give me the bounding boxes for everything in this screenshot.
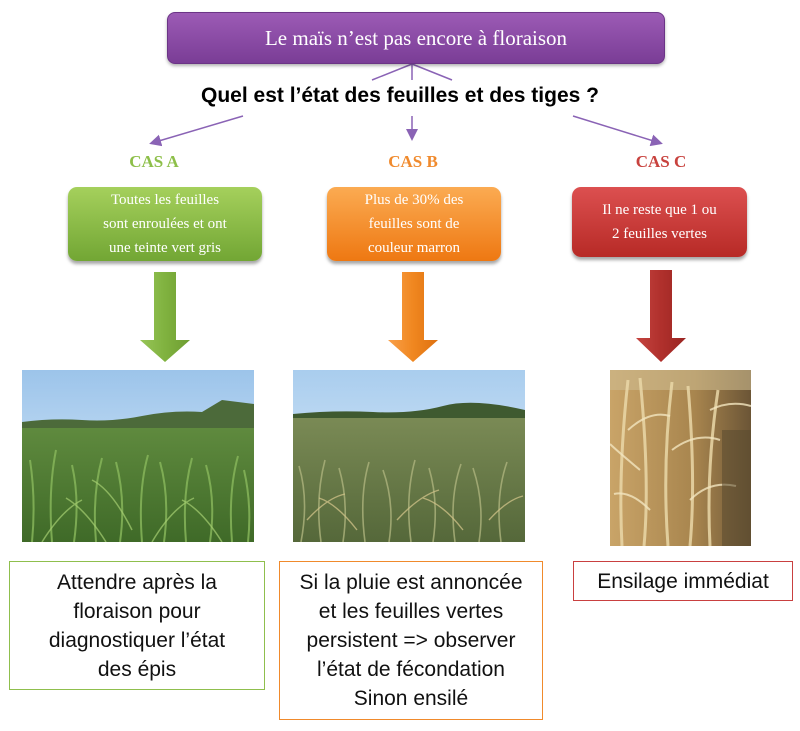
- cas-b-condition-line: couleur marron: [365, 236, 464, 260]
- cas-b-result-line: Sinon ensilé: [300, 684, 523, 713]
- cas-a-condition-box: Toutes les feuilles sont enroulées et on…: [68, 187, 262, 261]
- arrow-to-cas-a: [152, 116, 243, 143]
- cas-a-condition-line: une teinte vert gris: [103, 236, 227, 260]
- cas-b-result-box: Si la pluie est annoncée et les feuilles…: [279, 561, 543, 720]
- down-arrow-b: [388, 272, 438, 362]
- cas-b-result-line: Si la pluie est annoncée: [300, 568, 523, 597]
- cas-a-result-box: Attendre après la floraison pour diagnos…: [9, 561, 265, 690]
- down-arrow-a: [140, 272, 190, 362]
- question-heading: Quel est l’état des feuilles et des tige…: [0, 84, 800, 108]
- title-box: Le maïs n’est pas encore à floraison: [167, 12, 665, 64]
- cas-a-result-line: diagnostiquer l’état: [49, 626, 225, 655]
- cas-a-result-line: floraison pour: [49, 597, 225, 626]
- photo-browning-corn-field: [293, 370, 525, 542]
- arrow-to-cas-c: [573, 116, 660, 143]
- title-connector-right: [412, 64, 452, 80]
- cas-c-result-line: Ensilage immédiat: [597, 567, 769, 596]
- cas-c-result-box: Ensilage immédiat: [573, 561, 793, 601]
- cas-b-label: CAS B: [333, 152, 493, 172]
- cas-a-result-line: des épis: [49, 655, 225, 684]
- cas-c-label: CAS C: [581, 152, 741, 172]
- photo-green-corn-field: [22, 370, 254, 542]
- cas-b-result-line: persistent => observer: [300, 626, 523, 655]
- cas-a-condition-line: sont enroulées et ont: [103, 212, 227, 236]
- title-connector-left: [372, 64, 412, 80]
- down-arrow-c: [636, 270, 686, 362]
- cas-b-condition-line: feuilles sont de: [365, 212, 464, 236]
- cas-a-label: CAS A: [74, 152, 234, 172]
- cas-c-condition-line: 2 feuilles vertes: [602, 222, 717, 246]
- cas-b-result-line: et les feuilles vertes: [300, 597, 523, 626]
- cas-b-condition-line: Plus de 30% des: [365, 188, 464, 212]
- cas-c-condition-box: Il ne reste que 1 ou 2 feuilles vertes: [572, 187, 747, 257]
- cas-b-condition-box: Plus de 30% des feuilles sont de couleur…: [327, 187, 501, 261]
- cas-a-condition-line: Toutes les feuilles: [103, 188, 227, 212]
- cas-a-result-line: Attendre après la: [49, 568, 225, 597]
- cas-b-result-line: l’état de fécondation: [300, 655, 523, 684]
- cas-c-condition-line: Il ne reste que 1 ou: [602, 198, 717, 222]
- photo-dried-corn: [610, 370, 751, 546]
